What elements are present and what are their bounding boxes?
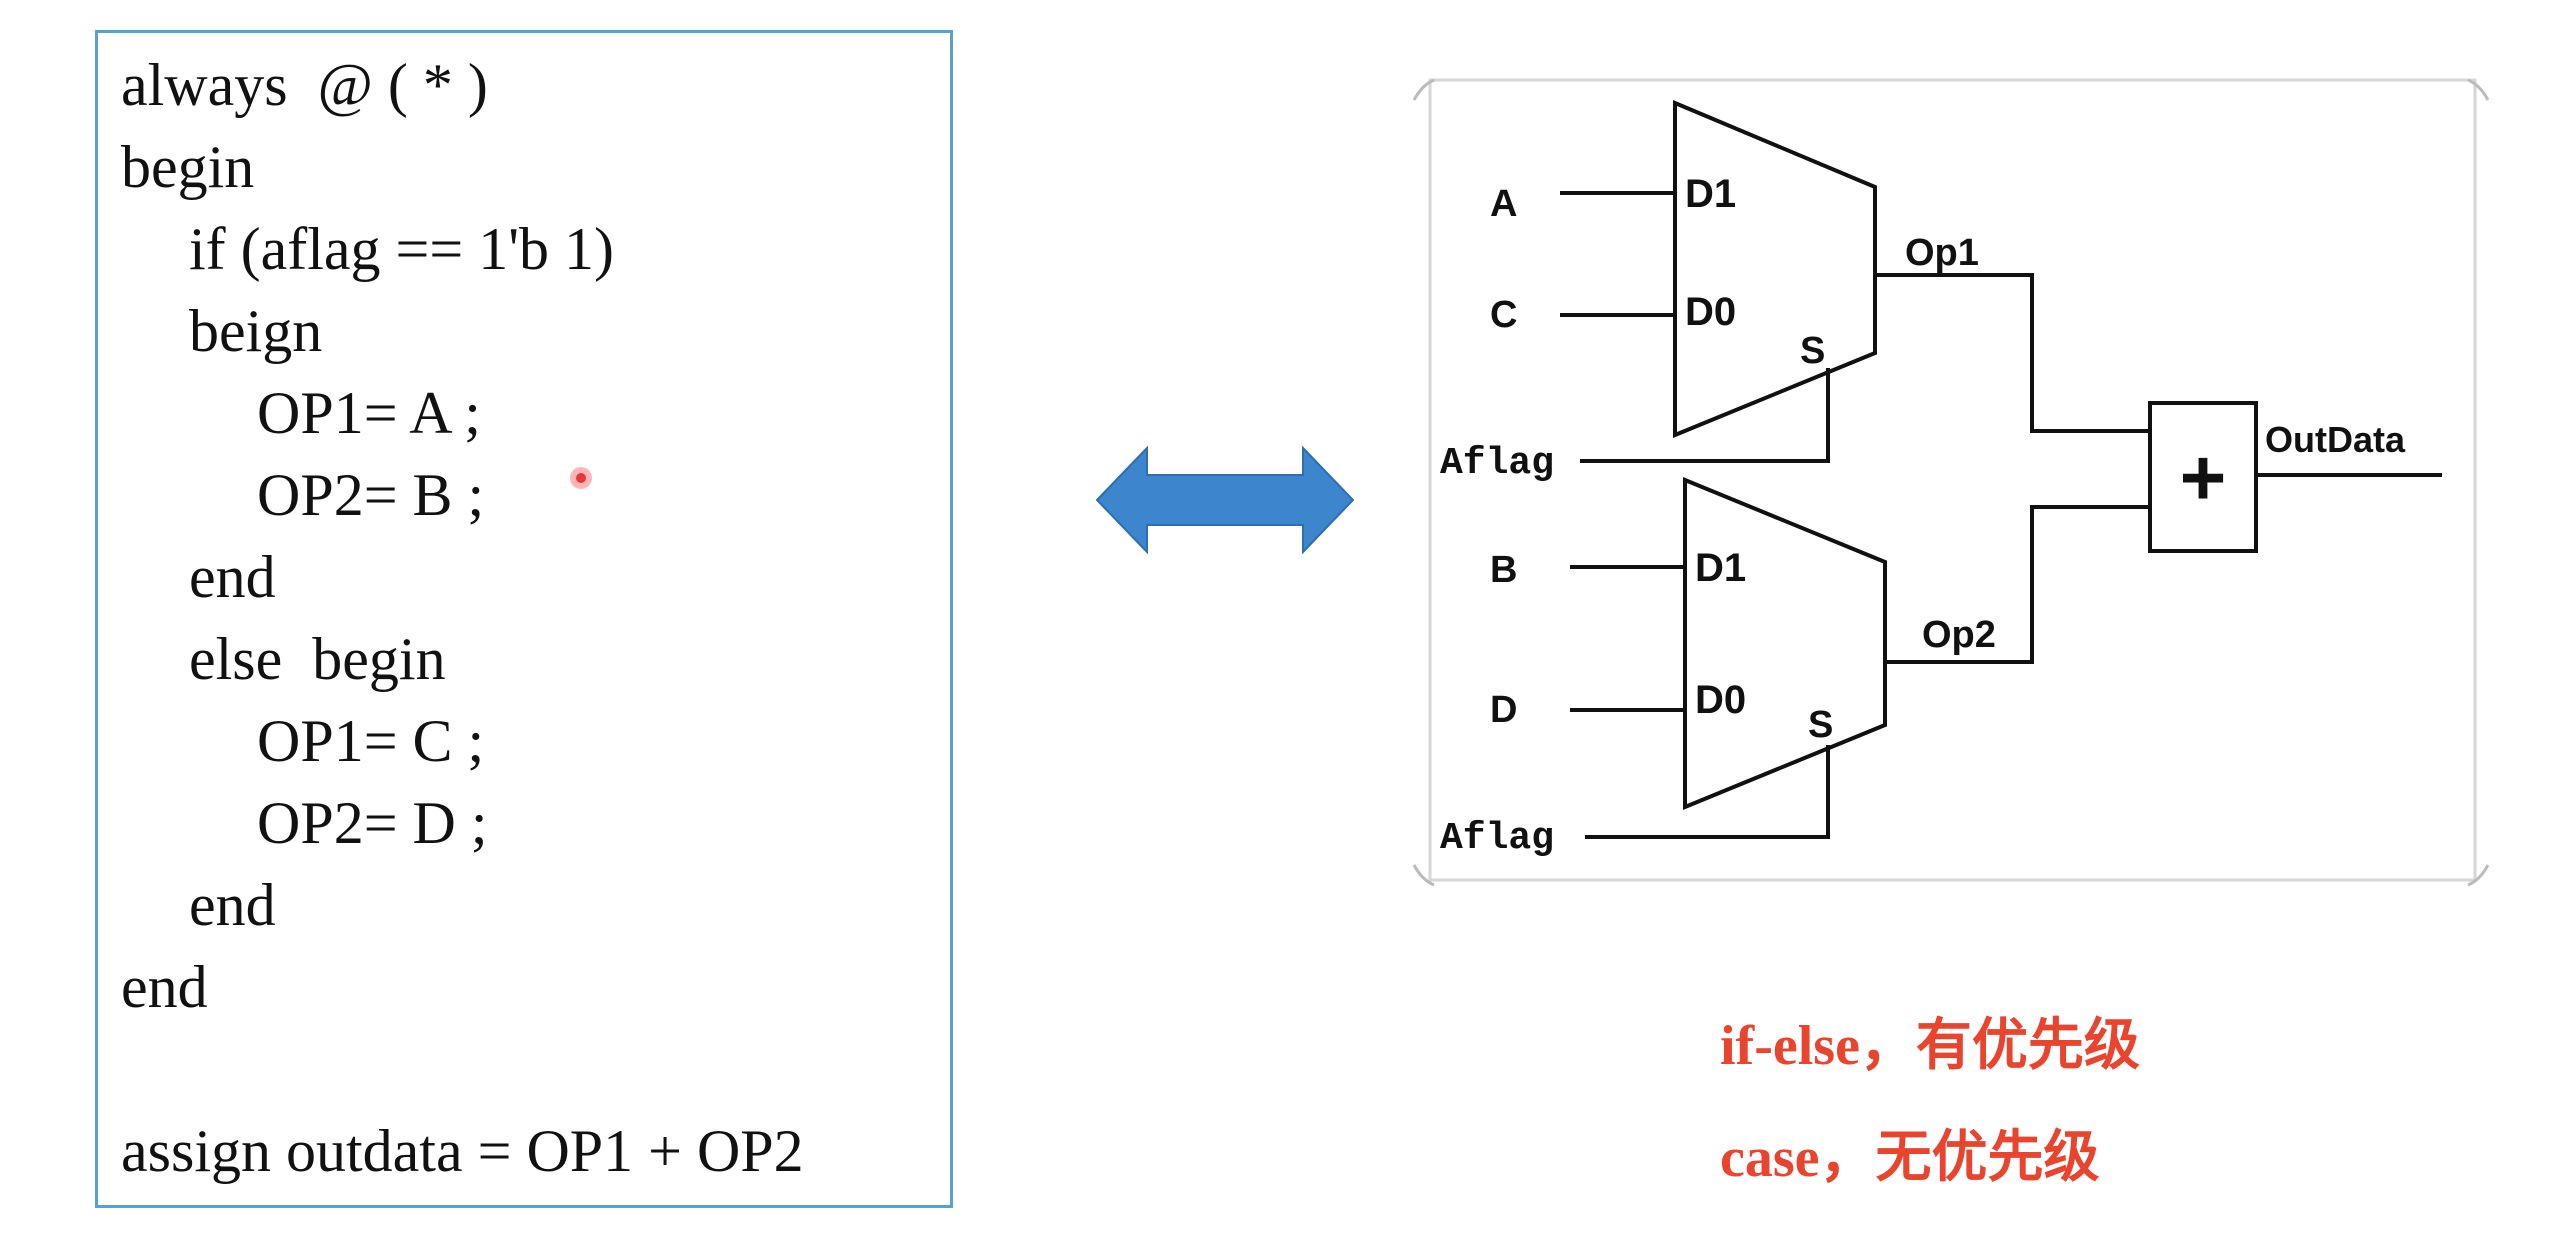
mux2-input-label: D [1490,689,1517,731]
code-line: OP2= D ; [257,790,488,856]
double-headed-arrow-icon [1095,445,1355,555]
code-line: beign [189,298,323,364]
code-line: end [189,544,276,610]
code-line: else begin [189,626,446,692]
code-line: if (aflag == 1'b 1) [189,216,615,282]
mux2-select-label: S [1808,704,1833,746]
mux1-input-label: A [1490,183,1517,225]
mux2-select-signal: Aflag [1440,817,1554,860]
mux1-port-label: D1 [1685,172,1736,216]
mux2-input-label: B [1490,549,1517,591]
code-panel: always @ ( * ) begin if (aflag == 1'b 1)… [95,30,953,1208]
code-line: OP1= A ; [257,380,481,446]
mux1-output-label: Op1 [1905,232,1979,274]
mux1-select-signal: Aflag [1440,442,1554,485]
code-line: begin [121,134,255,200]
code-line: OP2= B ; [257,462,485,528]
code-line: end [121,954,208,1020]
if-else-priority-note: if-else，有优先级 [1720,1015,2140,1077]
code-line: end [189,872,276,938]
adder-symbol: + [2180,433,2227,522]
case-priority-note: case，无优先级 [1720,1127,2100,1189]
adder-output-label: OutData [2265,419,2406,460]
mux2-port-label: D0 [1695,678,1746,722]
code-line: always @ ( * ) [121,52,488,118]
mux2-shape [1683,477,1887,810]
mouse-cursor-icon [570,467,592,489]
code-line: assign outdata = OP1 + OP2 [121,1118,804,1184]
mux1-input-label: C [1490,294,1517,336]
mux1-select-label: S [1800,330,1825,372]
code-line: OP1= C ; [257,708,485,774]
mux1-port-label: D0 [1685,290,1736,334]
mux2-port-label: D1 [1695,546,1746,590]
mux2-output-label: Op2 [1922,614,1996,656]
mux-circuit-diagram: A C D1 D0 S Aflag Op1 B D D1 D0 S Aflag … [1412,78,2490,887]
diagram-frame [1428,78,2477,882]
mux1-shape [1673,99,1877,438]
